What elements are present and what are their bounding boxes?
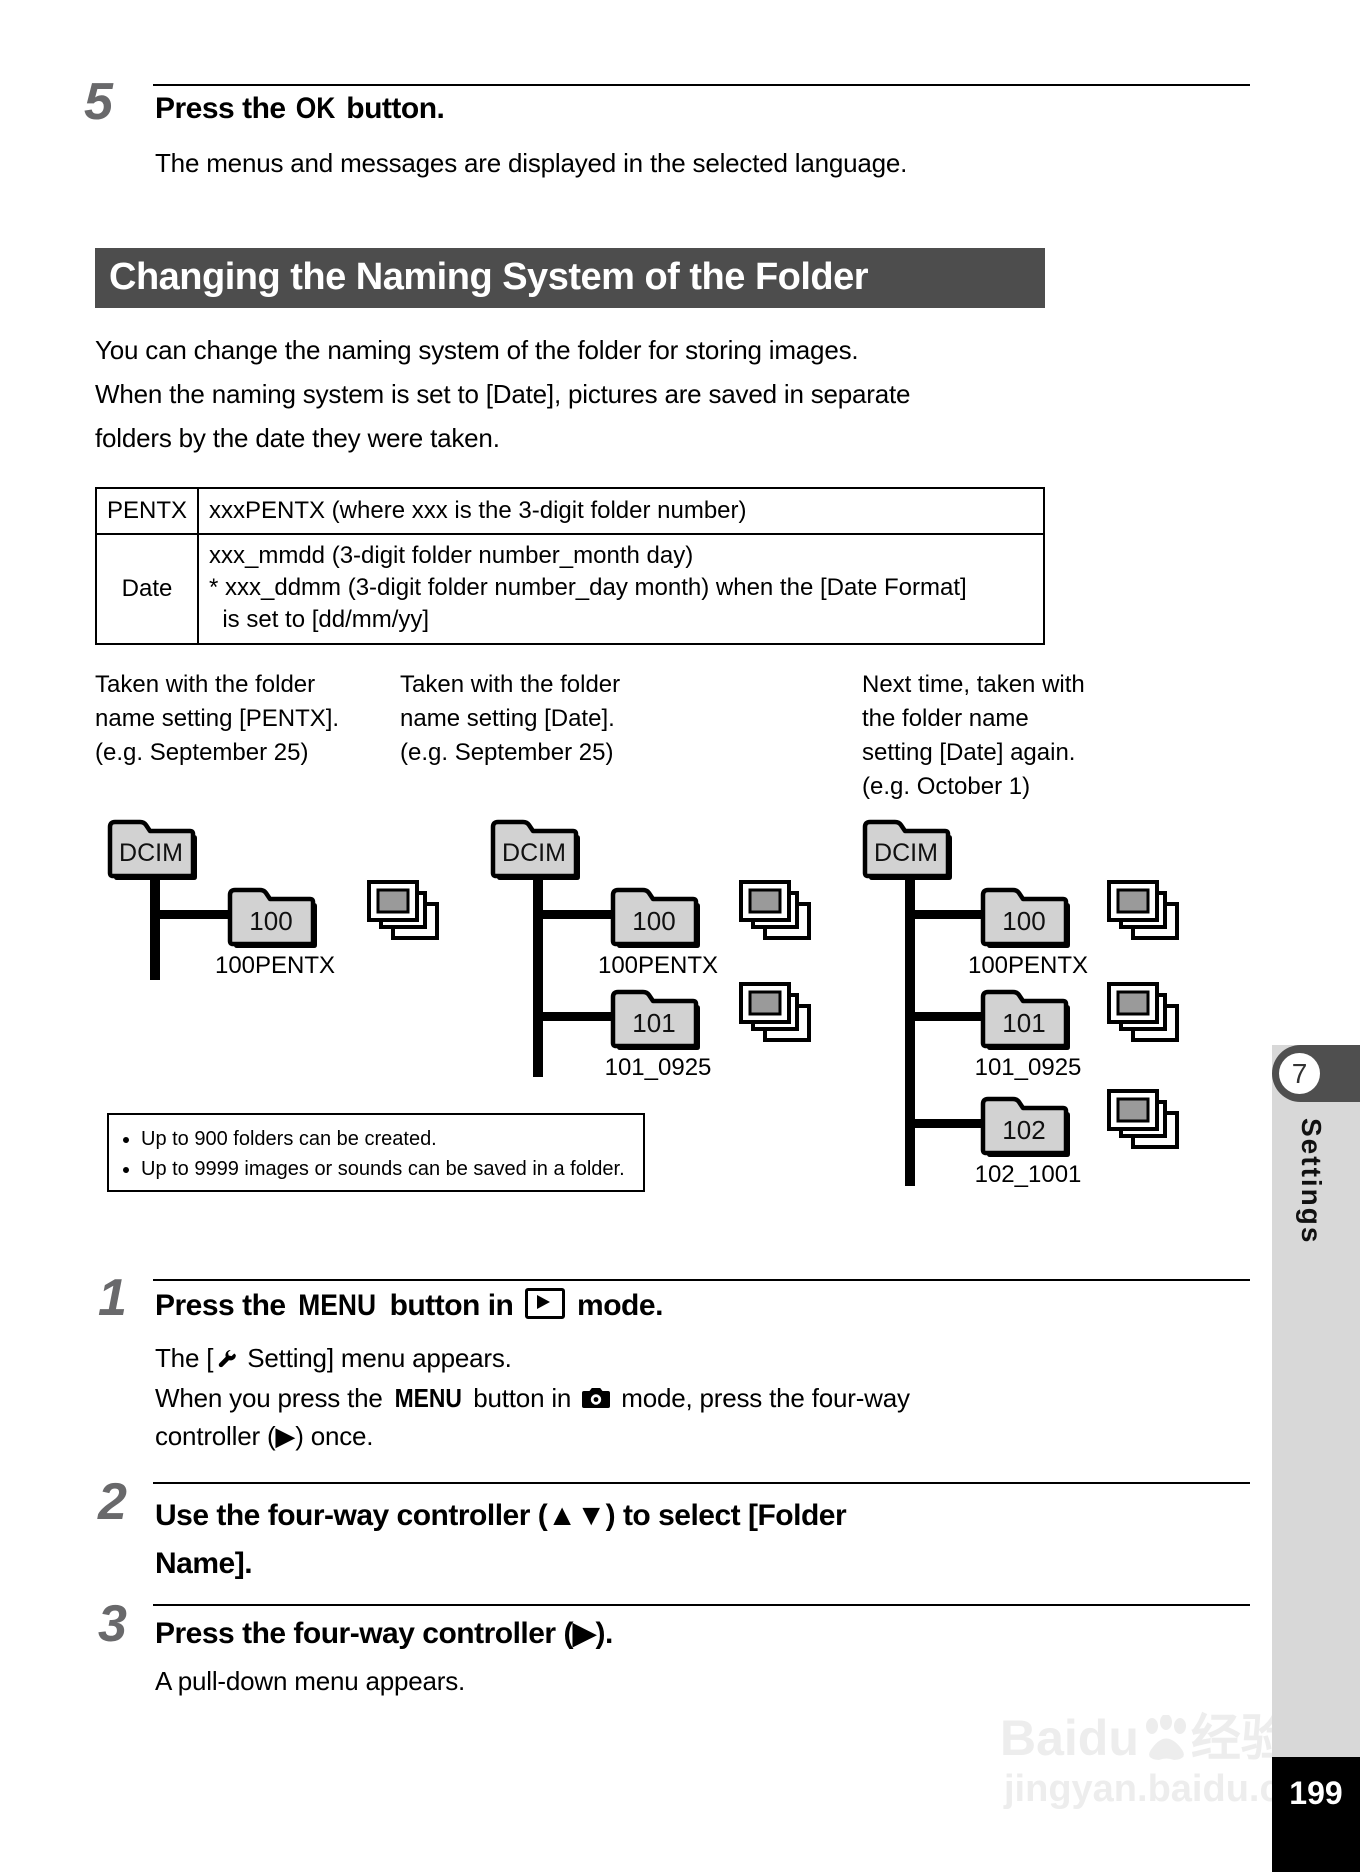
folder-name-label: 101_0925	[974, 1054, 1082, 1081]
diagram-caption-3: Next time, taken with the folder name se…	[862, 671, 1085, 800]
folder-name-label: 100PENTX	[214, 952, 336, 979]
table-row: Date xxx_mmdd (3-digit folder number_mon…	[97, 533, 1043, 643]
folder-icon: 101	[608, 985, 704, 1055]
image-stack-icon	[1105, 880, 1183, 946]
dcim-folder-icon: DCIM	[488, 815, 584, 885]
page-number: 199	[1272, 1757, 1360, 1872]
note-list: Up to 900 folders can be created. Up to …	[109, 1124, 643, 1184]
folder-icon: 101	[978, 985, 1074, 1055]
diagram-caption-2: Taken with the folder name setting [Date…	[400, 671, 621, 766]
step-body-line: The [ Setting] menu appears.	[155, 1343, 512, 1373]
menu-button-label: MENU	[298, 1289, 377, 1322]
tree-trunk-line	[150, 876, 160, 980]
dcim-folder-icon: DCIM	[860, 815, 956, 885]
folder-name-label: 102_1001	[974, 1161, 1082, 1188]
tree-branch-line	[150, 910, 230, 919]
paw-icon	[1145, 1715, 1186, 1760]
tree-trunk-line	[533, 876, 543, 1077]
play-triangle-icon	[537, 1295, 551, 1309]
step-number: 2	[98, 1473, 127, 1531]
folder-icon: 100	[225, 883, 321, 953]
folder-name-label: 100PENTX	[967, 952, 1089, 979]
table-cell-name: PENTX	[97, 489, 199, 533]
folder-name-label: 100PENTX	[597, 952, 719, 979]
note-box: Up to 900 folders can be created. Up to …	[107, 1113, 645, 1192]
folder-icon: 102	[978, 1092, 1074, 1162]
folder-naming-table: PENTX xxxPENTX (where xxx is the 3-digit…	[95, 487, 1045, 645]
step-divider-line	[153, 1482, 1250, 1484]
step-body: The menus and messages are displayed in …	[155, 148, 908, 178]
section-title-bar: Changing the Naming System of the Folder	[95, 248, 1045, 308]
folder-icon: 100	[608, 883, 704, 953]
note-bullet: Up to 9999 images or sounds can be saved…	[141, 1154, 643, 1184]
step-body: A pull-down menu appears.	[155, 1666, 466, 1696]
image-stack-icon	[737, 880, 815, 946]
wrench-icon	[219, 1349, 237, 1368]
chapter-tab: 7	[1272, 1045, 1360, 1102]
table-cell-desc: xxxPENTX (where xxx is the 3-digit folde…	[209, 497, 747, 524]
step-body-line: When you press the MENU button in mode, …	[155, 1383, 910, 1413]
step-number: 3	[98, 1595, 127, 1653]
tree-branch-line	[533, 910, 613, 919]
camera-icon	[582, 1388, 611, 1408]
section-intro: You can change the naming system of the …	[95, 335, 911, 453]
chapter-sidebar-strip	[1272, 1045, 1360, 1757]
step-number: 1	[98, 1269, 127, 1327]
tree-branch-line	[905, 1012, 985, 1021]
step-heading: Press the OK button.	[155, 92, 445, 125]
step-body-line: controller (▶) once.	[155, 1421, 374, 1451]
table-row: PENTX xxxPENTX (where xxx is the 3-digit…	[97, 489, 1043, 533]
step-heading: Use the four-way controller (▲▼) to sele…	[155, 1499, 847, 1580]
dcim-folder-icon: DCIM	[105, 815, 201, 885]
table-cell-name: Date	[97, 535, 199, 643]
step-heading: Press the four-way controller (▶).	[155, 1617, 613, 1650]
table-cell-desc: xxx_mmdd (3-digit folder number_month da…	[209, 542, 967, 633]
tree-branch-line	[905, 1119, 985, 1128]
step-number: 5	[84, 73, 113, 131]
step-divider-line	[153, 84, 1250, 86]
image-stack-icon	[365, 880, 443, 946]
folder-icon: 100	[978, 883, 1074, 953]
tree-trunk-line	[905, 876, 915, 1186]
step-heading: Press the MENU button in mode.	[155, 1288, 663, 1322]
menu-button-label: MENU	[394, 1383, 462, 1413]
folder-name-label: 101_0925	[604, 1054, 712, 1081]
image-stack-icon	[1105, 982, 1183, 1048]
image-stack-icon	[737, 982, 815, 1048]
playback-mode-icon	[525, 1288, 566, 1319]
chapter-number-badge: 7	[1279, 1053, 1320, 1094]
note-bullet: Up to 900 folders can be created.	[141, 1124, 643, 1154]
ok-button-label: OK	[296, 92, 336, 125]
step-divider-line	[153, 1279, 1250, 1281]
chapter-label: Settings	[1296, 1118, 1327, 1245]
tree-branch-line	[905, 910, 985, 919]
tree-branch-line	[533, 1012, 613, 1021]
step-divider-line	[153, 1604, 1250, 1606]
diagram-caption-1: Taken with the folder name setting [PENT…	[95, 671, 340, 766]
image-stack-icon	[1105, 1089, 1183, 1155]
